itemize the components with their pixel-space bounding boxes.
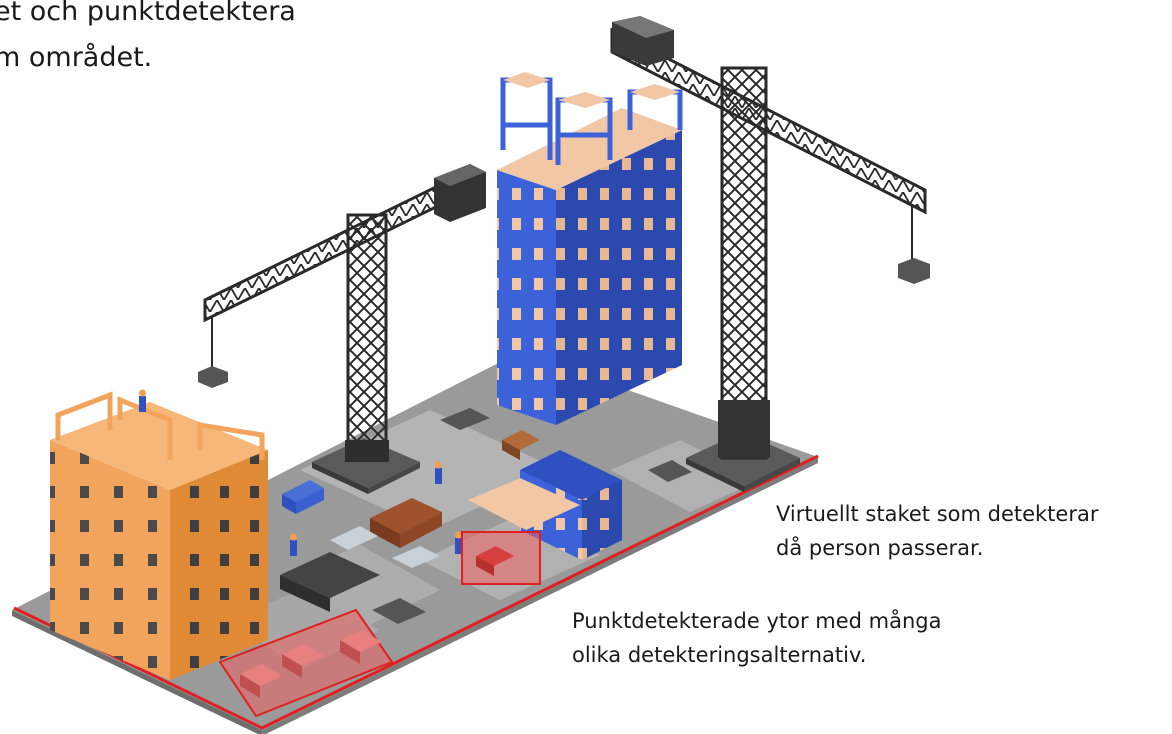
left-crane: [198, 164, 486, 494]
virtual-fence-caption-line-2: då person passerar.: [776, 536, 984, 560]
point-detection-zone-large: [218, 608, 394, 718]
header-line-1: et och punktdetektera: [0, 0, 296, 27]
virtual-fence-caption-line-1: Virtuellt staket som detekterar: [776, 502, 1099, 526]
blue-truck: [282, 480, 324, 514]
right-crane: [610, 16, 930, 492]
point-detection-zone-small: [461, 531, 541, 585]
header-line-2: m området.: [0, 42, 153, 73]
blue-building: [497, 72, 683, 425]
point-detection-caption-line-1: Punktdetekterade ytor med många: [572, 609, 942, 633]
point-detection-caption-line-2: olika detekteringsalternativ.: [572, 643, 867, 667]
materials: [280, 408, 692, 624]
workers: [139, 389, 462, 556]
orange-building: [50, 391, 268, 680]
